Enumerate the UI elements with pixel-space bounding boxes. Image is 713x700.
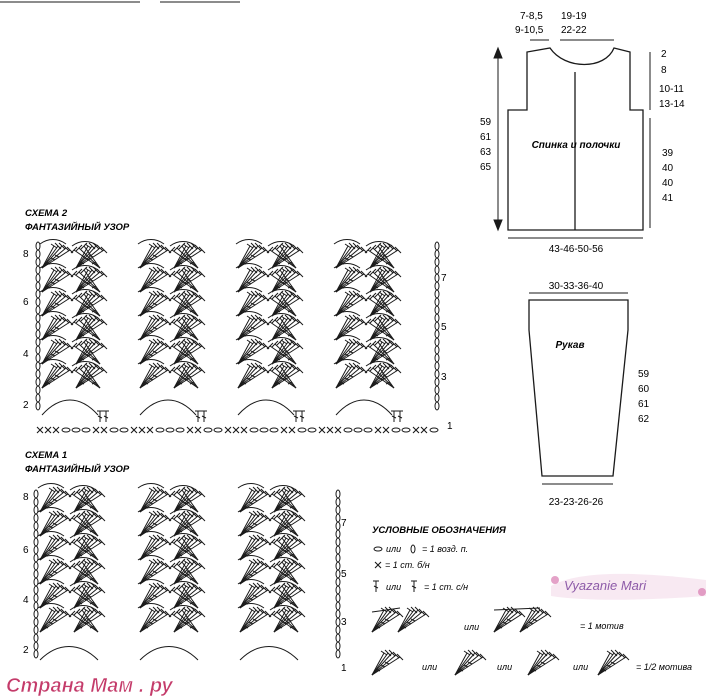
legend-ili-6: или [573,662,588,672]
body-panel-outline [507,47,644,231]
watermark: Страна Мам . ру [6,675,174,697]
sleeve-top-dim: 30-33-36-40 [549,281,604,292]
scheme-2-row-1: 1 [447,421,453,432]
scheme-1-stitch-grid [34,484,340,661]
scheme-1-row-6: 6 [23,545,29,556]
legend-ili-1: или [386,544,401,554]
scheme-2: СХЕМА 2 ФАНТАЗИЙНЫЙ УЗОР [23,208,453,434]
scheme-2-subtitle: ФАНТАЗИЙНЫЙ УЗОР [25,221,130,233]
motif-symbol-icon [371,606,430,633]
body-top-mid-2: 22-22 [561,25,587,36]
half-motif-symbol-3-icon [527,649,560,676]
scheme-1: СХЕМА 1 ФАНТАЗИЙНЫЙ УЗОР [23,450,347,674]
body-right-mid-1: 10-11 [659,84,684,95]
sc-symbol-icon [374,561,382,569]
body-right-low-3: 40 [662,178,674,189]
body-right-top-2: 8 [661,65,667,76]
body-left-2: 61 [480,132,492,143]
sleeve-diagram: Рукав 30-33-36-40 59 60 61 62 23-23-26-2… [528,281,650,508]
sleeve-outline [528,299,629,477]
scheme-1-row-1: 1 [341,663,347,674]
half-motif-symbol-4-icon [597,649,630,676]
sleeve-right-2: 60 [638,384,650,395]
legend-ili-4: или [422,662,437,672]
body-right-top-1: 2 [661,49,667,60]
scheme-1-row-5: 5 [341,569,347,580]
scheme-1-row-4: 4 [23,595,29,606]
body-left-1: 59 [480,117,492,128]
legend-half-motif: = 1/2 мотива [636,662,692,672]
scheme-1-row-7: 7 [341,518,347,529]
scheme-1-row-8: 8 [23,492,29,503]
motif-alt-symbol-icon [493,606,552,633]
body-right-low-1: 39 [662,148,674,159]
legend-title: УСЛОВНЫЕ ОБОЗНАЧЕНИЯ [372,525,507,536]
body-top-left-2: 9-10,5 [515,25,544,36]
scheme-1-row-2: 2 [23,645,29,656]
scheme-1-title: СХЕМА 1 [25,450,67,461]
dc-symbol-icon [372,580,380,593]
sleeve-right-3: 61 [638,399,650,410]
body-panel-label: Спинка и полочки [532,140,621,151]
scheme-2-row-3: 3 [441,372,447,383]
body-right-low-4: 41 [662,193,674,204]
scheme-2-row-5: 5 [441,322,447,333]
scheme-2-row-2: 2 [23,400,29,411]
sleeve-label: Рукав [555,340,584,351]
body-left-4: 65 [480,162,492,173]
logo-text: Vyazanie Mari [564,578,647,593]
scheme-2-stitch-grid [36,240,439,434]
scheme-1-row-3: 3 [341,617,347,628]
body-right-low-2: 40 [662,163,674,174]
legend-chain: = 1 возд. п. [422,544,468,554]
chain-symbol-icon [373,546,383,552]
body-top-mid-1: 19-19 [561,11,587,22]
scheme-2-row-8: 8 [23,249,29,260]
scheme-2-row-6: 6 [23,297,29,308]
body-dimension-lines [493,39,651,239]
body-left-3: 63 [480,147,492,158]
sleeve-right-1: 59 [638,369,650,380]
scheme-2-row-4: 4 [23,349,29,360]
sleeve-bottom-dim: 23-23-26-26 [549,497,604,508]
flower-icon [551,576,559,584]
legend-dc: = 1 ст. с/н [424,582,468,592]
legend: УСЛОВНЫЕ ОБОЗНАЧЕНИЯ или = 1 возд. п. = … [371,525,692,676]
half-motif-symbol-2-icon [454,649,487,676]
vyazanie-mari-logo: Vyazanie Mari [551,573,706,600]
body-panel-diagram: Спинка и полочки 7-8,5 9-10,5 19-19 22-2… [480,11,685,255]
legend-ili-3: или [464,622,479,632]
body-right-mid-2: 13-14 [659,99,685,110]
body-bottom-dim: 43-46-50-56 [549,244,604,255]
legend-motif: = 1 мотив [580,621,624,631]
scheme-1-subtitle: ФАНТАЗИЙНЫЙ УЗОР [25,463,130,475]
legend-ili-5: или [497,662,512,672]
legend-sc: = 1 ст. б/н [385,560,430,570]
scheme-2-title: СХЕМА 2 [25,208,68,219]
scheme-2-row-7: 7 [441,273,447,284]
body-top-left-1: 7-8,5 [520,11,543,22]
sleeve-dimension-lines [529,292,628,485]
half-motif-symbol-1-icon [371,649,404,676]
dc-alt-symbol-icon [410,580,418,593]
chain-vertical-icon [410,544,416,554]
legend-ili-2: или [386,582,401,592]
flower-icon-2 [698,588,706,596]
sleeve-right-4: 62 [638,414,650,425]
